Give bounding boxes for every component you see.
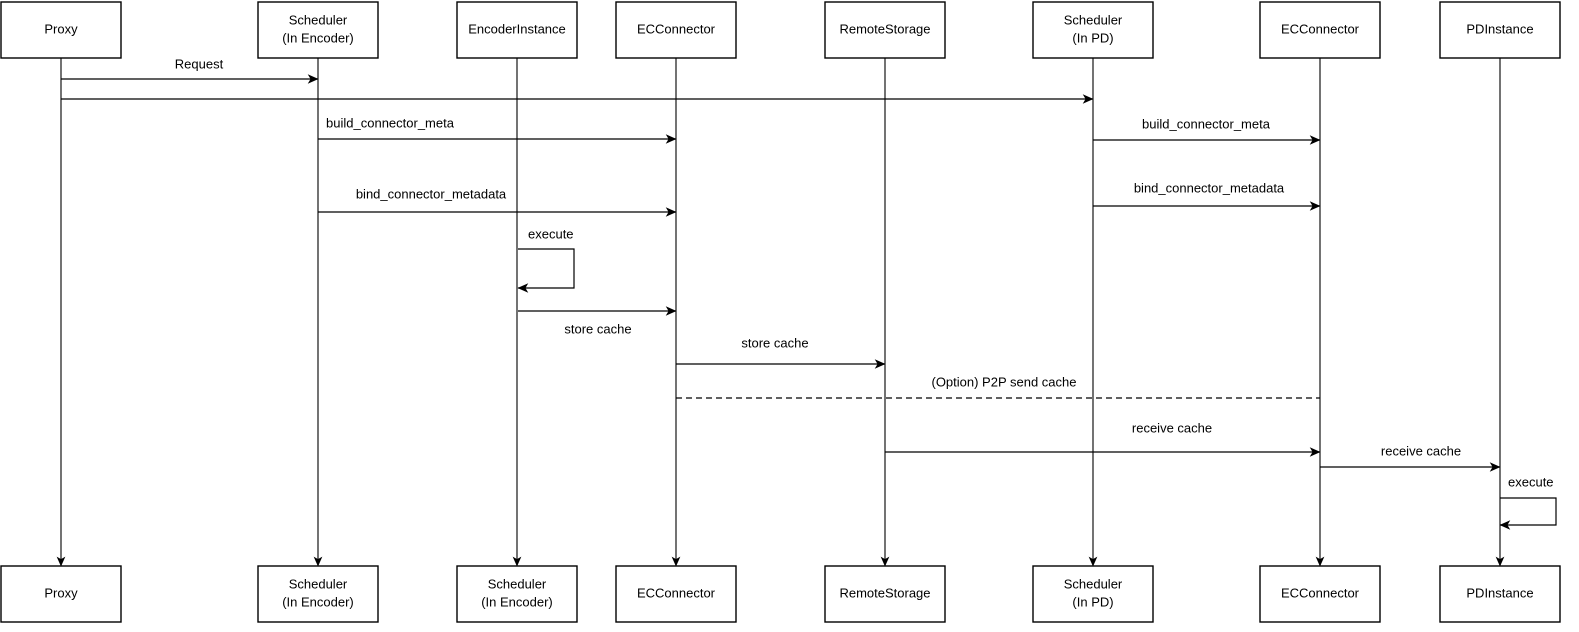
- participant-label-remote-storage-bottom: RemoteStorage: [839, 585, 930, 600]
- participant-label-pd-instance-bottom: PDInstance: [1466, 585, 1533, 600]
- participant-box-pd-instance[interactable]: PDInstance: [1439, 1, 1561, 59]
- participant-box-ec-connector-right-bottom[interactable]: ECConnector: [1259, 565, 1381, 623]
- participant-label-proxy-bottom: Proxy: [44, 585, 78, 600]
- self-message-execute-encoder-instance: [517, 248, 575, 293]
- participant-label-scheduler-pd-line1: Scheduler: [1064, 12, 1123, 27]
- participant-label-scheduler-encoder-bottom-line2: (In Encoder): [282, 594, 354, 609]
- participant-label-scheduler-pd-bottom-line1: Scheduler: [1064, 576, 1123, 591]
- participant-box-rect-pd-instance: [1439, 1, 1561, 59]
- participant-box-rect-ec-connector-right-bottom: [1259, 565, 1381, 623]
- participant-box-ec-connector-right[interactable]: ECConnector: [1259, 1, 1381, 59]
- participant-label-encoder-instance-bottom-line1: Scheduler: [488, 576, 547, 591]
- message-label-request: Request: [175, 56, 224, 71]
- participant-box-scheduler-encoder-bottom[interactable]: Scheduler (In Encoder): [257, 565, 379, 623]
- message-label-receive-cache-remote-to-ec: receive cache: [1132, 420, 1212, 435]
- message-label-build-connector-meta-left: build_connector_meta: [326, 115, 455, 130]
- participant-box-rect-pd-instance-bottom: [1439, 565, 1561, 623]
- self-message-label-execute-pd-instance: execute: [1508, 474, 1554, 489]
- participant-label-ec-connector-left: ECConnector: [637, 21, 716, 36]
- message-labels-layer: Request build_connector_meta build_connect…: [175, 56, 1554, 489]
- self-message-execute-pd-instance: [1499, 497, 1557, 530]
- participant-box-scheduler-encoder[interactable]: Scheduler (In Encoder): [257, 1, 379, 59]
- lifelines-layer: [56, 58, 1505, 567]
- participant-box-rect-remote-storage-bottom: [824, 565, 946, 623]
- participant-label-scheduler-encoder-bottom-line1: Scheduler: [289, 576, 348, 591]
- message-label-store-cache-ec-to-remote: store cache: [741, 335, 808, 350]
- participant-boxes-bottom: Proxy Scheduler (In Encoder) Scheduler (In E…: [0, 565, 1561, 623]
- participant-box-rect-scheduler-encoder-bottom: [257, 565, 379, 623]
- participant-boxes-top: Proxy Scheduler (In Encoder) EncoderInstanc…: [0, 1, 1561, 59]
- participant-box-remote-storage-bottom[interactable]: RemoteStorage: [824, 565, 946, 623]
- message-label-receive-cache-ec-to-pd: receive cache: [1381, 443, 1461, 458]
- participant-label-encoder-instance: EncoderInstance: [468, 21, 566, 36]
- participant-box-rect-scheduler-encoder: [257, 1, 379, 59]
- participant-label-ec-connector-right-bottom: ECConnector: [1281, 585, 1360, 600]
- participant-box-rect-ec-connector-left: [615, 1, 737, 59]
- participant-box-scheduler-pd-bottom[interactable]: Scheduler (In PD): [1032, 565, 1154, 623]
- participant-box-rect-scheduler-pd: [1032, 1, 1154, 59]
- participant-box-scheduler-pd[interactable]: Scheduler (In PD): [1032, 1, 1154, 59]
- messages-layer: [61, 74, 1501, 472]
- participant-label-ec-connector-right: ECConnector: [1281, 21, 1360, 36]
- participant-box-rect-proxy: [0, 1, 122, 59]
- participant-box-rect-ec-connector-right: [1259, 1, 1381, 59]
- participant-box-encoder-instance[interactable]: EncoderInstance: [456, 1, 578, 59]
- message-label-p2p-send-cache: (Option) P2P send cache: [931, 374, 1076, 389]
- participant-box-remote-storage[interactable]: RemoteStorage: [824, 1, 946, 59]
- participant-box-rect-proxy-bottom: [0, 565, 122, 623]
- participant-label-scheduler-pd-line2: (In PD): [1072, 30, 1113, 45]
- participant-box-rect-ec-connector-left-bottom: [615, 565, 737, 623]
- participant-box-encoder-instance-bottom[interactable]: Scheduler (In Encoder): [456, 565, 578, 623]
- participant-box-proxy[interactable]: Proxy: [0, 1, 122, 59]
- participant-label-scheduler-pd-bottom-line2: (In PD): [1072, 594, 1113, 609]
- message-label-store-cache-encoder-to-ec: store cache: [564, 321, 631, 336]
- participant-box-pd-instance-bottom[interactable]: PDInstance: [1439, 565, 1561, 623]
- message-label-bind-connector-metadata-right: bind_connector_metadata: [1134, 180, 1285, 195]
- participant-label-scheduler-encoder-line2: (In Encoder): [282, 30, 354, 45]
- participant-box-rect-remote-storage: [824, 1, 946, 59]
- message-label-build-connector-meta-right: build_connector_meta: [1142, 116, 1271, 131]
- participant-label-scheduler-encoder-line1: Scheduler: [289, 12, 348, 27]
- self-messages-layer: [517, 248, 1557, 530]
- participant-box-ec-connector-left[interactable]: ECConnector: [615, 1, 737, 59]
- participant-box-rect-encoder-instance-bottom: [456, 565, 578, 623]
- participant-label-remote-storage: RemoteStorage: [839, 21, 930, 36]
- participant-label-proxy: Proxy: [44, 21, 78, 36]
- participant-label-pd-instance: PDInstance: [1466, 21, 1533, 36]
- participant-label-ec-connector-left-bottom: ECConnector: [637, 585, 716, 600]
- message-label-bind-connector-metadata-left: bind_connector_metadata: [356, 186, 507, 201]
- participant-label-encoder-instance-bottom-line2: (In Encoder): [481, 594, 553, 609]
- self-message-label-execute-encoder-instance: execute: [528, 226, 574, 241]
- participant-box-proxy-bottom[interactable]: Proxy: [0, 565, 122, 623]
- participant-box-ec-connector-left-bottom[interactable]: ECConnector: [615, 565, 737, 623]
- participant-box-rect-encoder-instance: [456, 1, 578, 59]
- participant-box-rect-scheduler-pd-bottom: [1032, 565, 1154, 623]
